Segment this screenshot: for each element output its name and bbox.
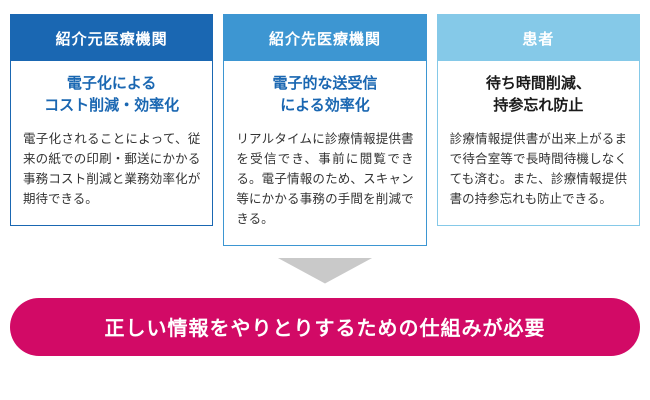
card-header: 紹介元医療機関 — [11, 15, 213, 61]
card-header-label: 紹介先医療機関 — [268, 29, 381, 48]
conclusion-banner: 正しい情報をやりとりするための仕組みが必要 — [10, 297, 640, 356]
card-referred-institution: 紹介先医療機関 電子的な送受信 による効率化 リアルタイムに診療情報提供書を受信… — [223, 14, 427, 246]
card-title-line: 電子化による — [66, 74, 157, 92]
card-header-label: 紹介元医療機関 — [55, 29, 168, 48]
card-patient: 患者 待ち時間削減、 持参忘れ防止 診療情報提供書が出来上がるまで待合室等で長時… — [436, 14, 640, 226]
arrow-container — [10, 246, 640, 298]
card-header: 患者 — [437, 15, 639, 61]
card-title-line: による効率化 — [280, 95, 370, 114]
banner-text: 正しい情報をやりとりするための仕組みが必要 — [104, 316, 546, 340]
card-title-line: コスト削減・効率化 — [44, 95, 180, 114]
card-row: 紹介元医療機関 電子化による コスト削減・効率化 電子化されることによって、従来… — [10, 14, 640, 246]
card-referring-institution: 紹介元医療機関 電子化による コスト削減・効率化 電子化されることによって、従来… — [10, 14, 214, 226]
card-header-label: 患者 — [522, 29, 555, 48]
card-body-text: リアルタイムに診療情報提供書を受信でき、事前に閲覧できる。電子情報のため、スキャ… — [236, 130, 414, 226]
card-title: 電子的な送受信 による効率化 — [224, 61, 425, 125]
down-arrow-icon — [277, 257, 373, 284]
card-body-text: 診療情報提供書が出来上がるまで待合室等で長時間待機しなくても済む。また、診療情報… — [449, 130, 627, 206]
card-body-text: 電子化されることによって、従来の紙での印刷・郵送にかかる事務コスト削減と業務効率… — [23, 130, 201, 206]
card-title-line: 待ち時間削減、 — [485, 74, 591, 92]
card-title-line: 電子的な送受信 — [272, 74, 378, 92]
card-title: 待ち時間削減、 持参忘れ防止 — [438, 61, 639, 125]
card-title: 電子化による コスト削減・効率化 — [11, 61, 212, 125]
card-header: 紹介先医療機関 — [224, 15, 426, 61]
card-title-line: 持参忘れ防止 — [493, 95, 584, 114]
